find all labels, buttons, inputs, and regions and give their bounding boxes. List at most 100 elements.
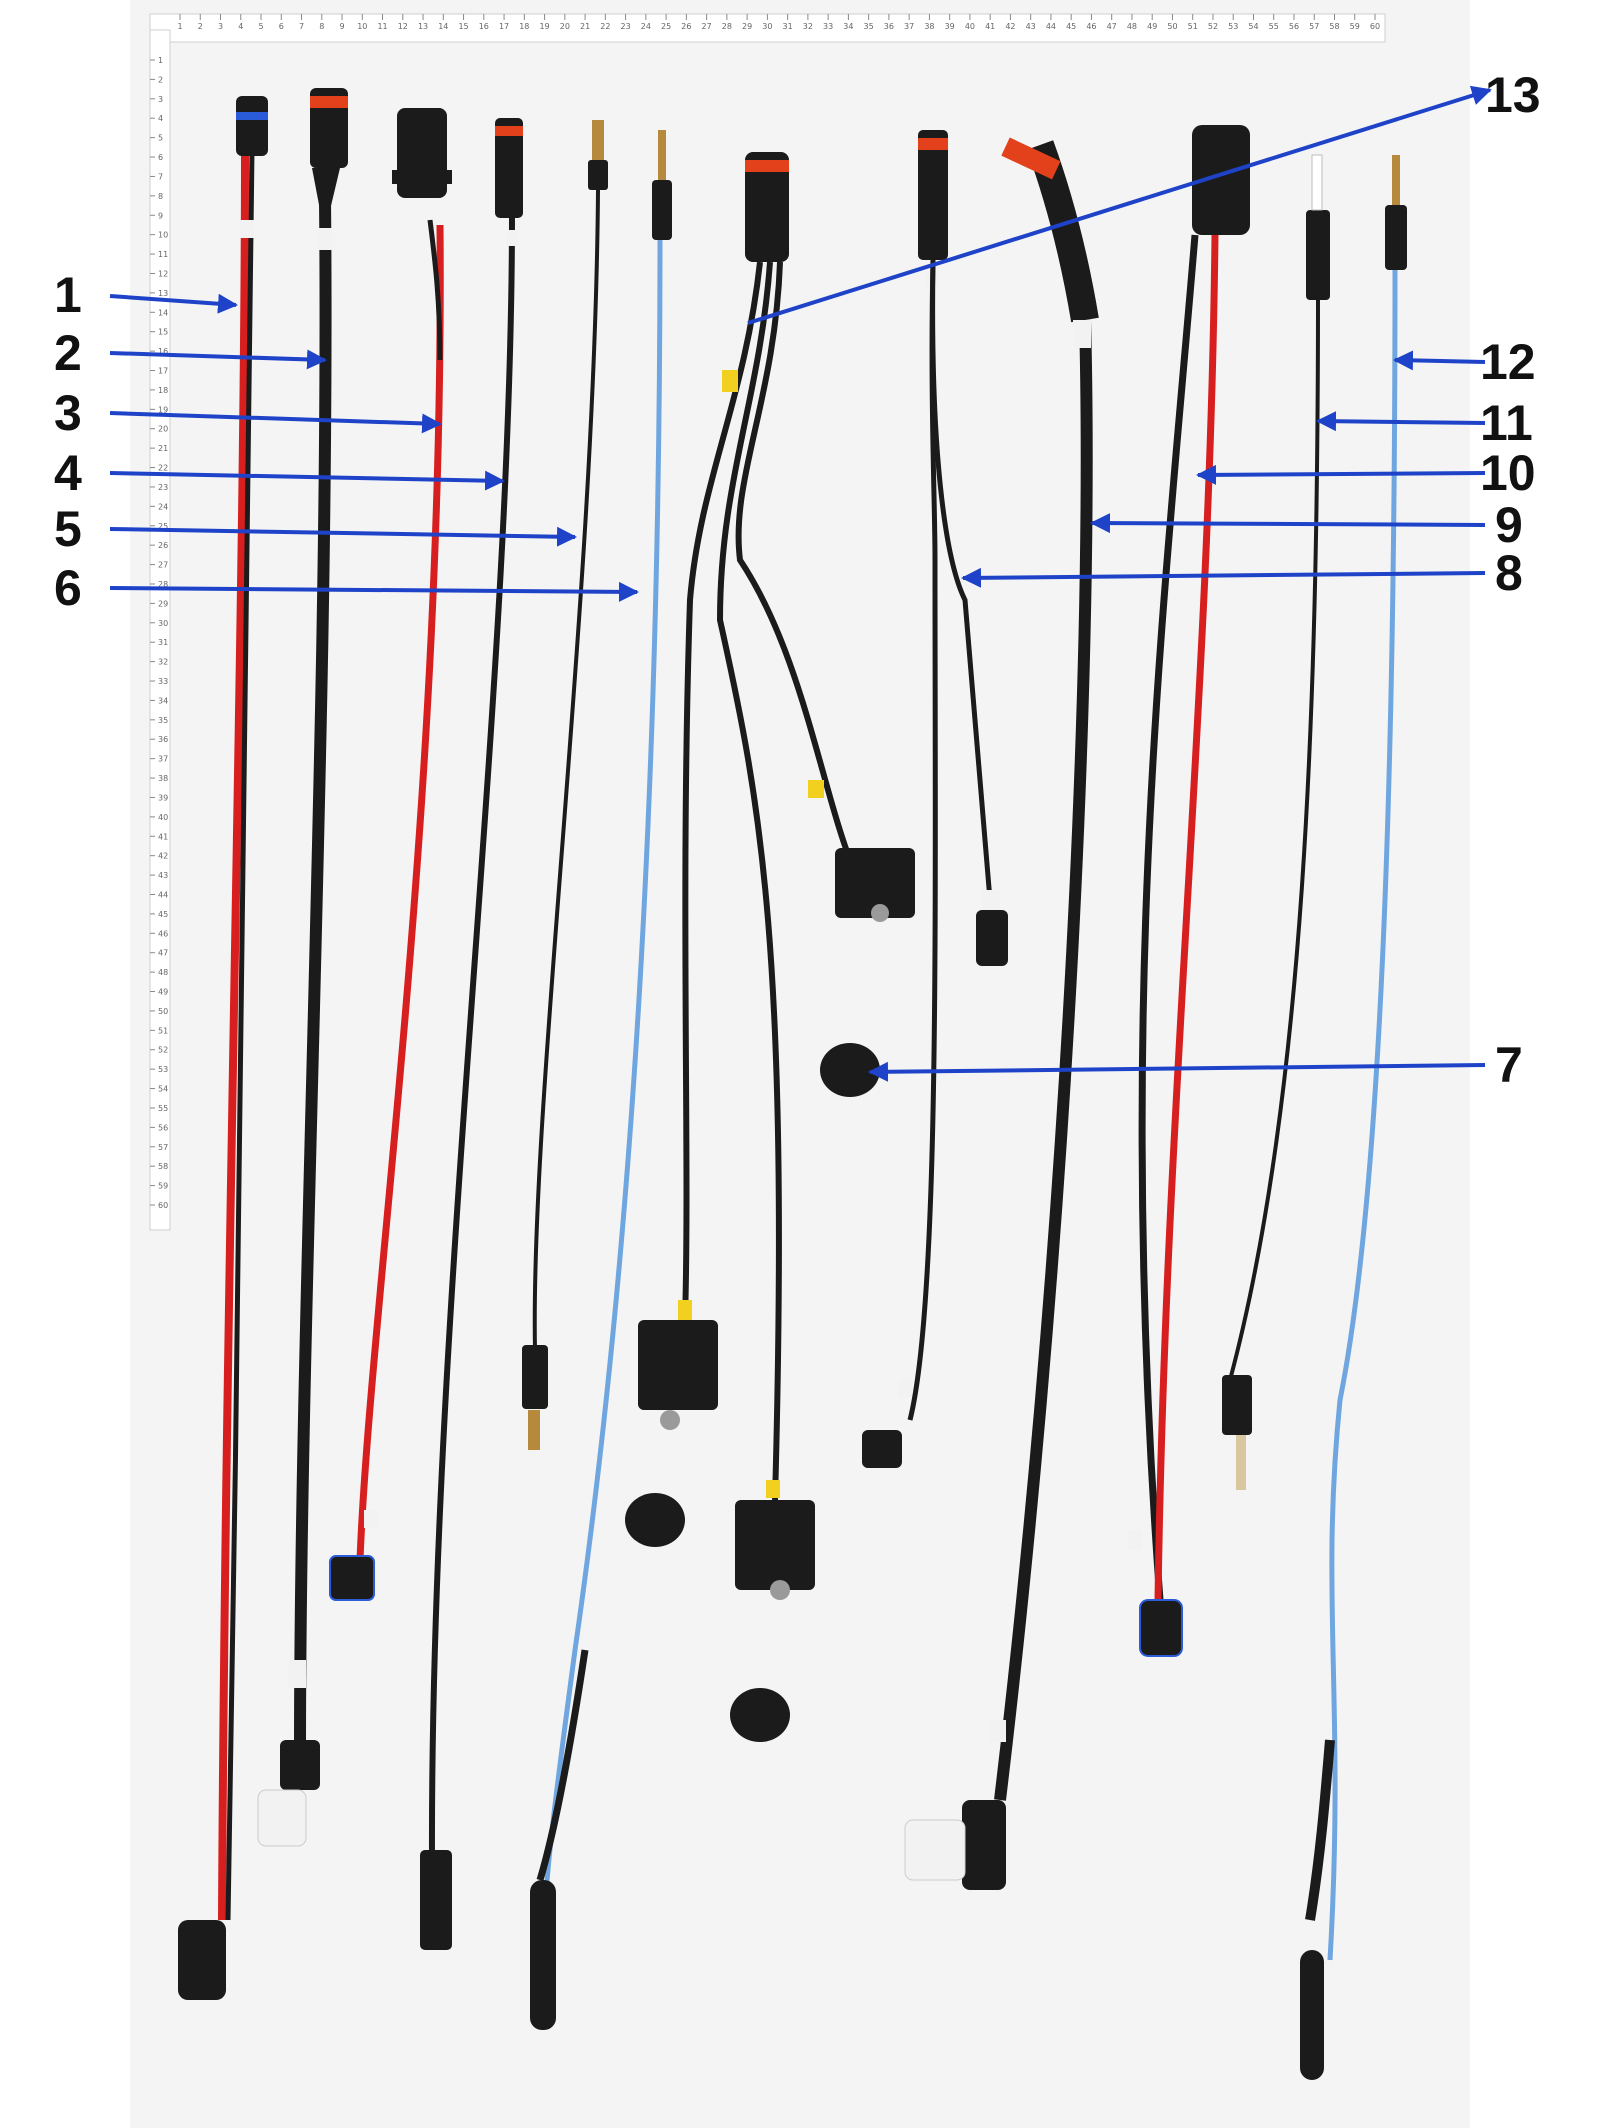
side-ruler-number: 53	[158, 1065, 168, 1074]
side-ruler-number: 6	[158, 153, 163, 162]
side-ruler-number: 24	[158, 502, 168, 511]
cable-3	[329, 108, 452, 1601]
side-ruler-number: 46	[158, 929, 168, 938]
top-ruler-number: 15	[458, 22, 468, 31]
top-ruler-number: 51	[1188, 22, 1198, 31]
top-ruler-number: 49	[1147, 22, 1157, 31]
top-ruler-number: 21	[580, 22, 590, 31]
top-ruler-number: 34	[843, 22, 853, 31]
top-ruler-number: 8	[319, 22, 324, 31]
cable-6	[530, 130, 672, 2030]
callout-label-6: 6	[54, 560, 82, 616]
top-ruler-number: 19	[539, 22, 549, 31]
side-ruler-number: 42	[158, 852, 168, 861]
side-ruler-number: 40	[158, 813, 168, 822]
side-ruler-number: 59	[158, 1182, 168, 1191]
side-ruler-number: 47	[158, 949, 168, 958]
top-ruler-number: 31	[783, 22, 793, 31]
side-ruler	[149, 29, 171, 1231]
top-ruler-number: 29	[742, 22, 752, 31]
side-ruler-number: 17	[158, 367, 168, 376]
backdrop	[130, 0, 1470, 2128]
side-ruler-number: 39	[158, 793, 168, 802]
side-ruler-number: 38	[158, 774, 168, 783]
cable-13	[638, 152, 915, 1600]
top-ruler-number: 56	[1289, 22, 1299, 31]
top-ruler-number: 10	[357, 22, 367, 31]
side-ruler-number: 8	[158, 192, 163, 201]
cable-8	[862, 130, 1008, 1468]
callout-label-5: 5	[54, 501, 82, 557]
side-ruler-number: 29	[158, 599, 168, 608]
side-ruler-number: 3	[158, 95, 163, 104]
side-ruler-number: 30	[158, 619, 168, 628]
side-ruler-number: 23	[158, 483, 168, 492]
top-ruler-number: 33	[823, 22, 833, 31]
arrow-13	[747, 85, 1492, 325]
side-ruler-number: 45	[158, 910, 168, 919]
callout-label-11: 11	[1480, 395, 1533, 451]
side-ruler-number: 54	[158, 1085, 168, 1094]
top-ruler-number: 53	[1228, 22, 1238, 31]
side-ruler-number: 32	[158, 658, 168, 667]
top-ruler-number: 58	[1329, 22, 1339, 31]
cable-10	[1128, 125, 1250, 1657]
side-ruler-number: 4	[158, 114, 163, 123]
top-ruler-number: 55	[1269, 22, 1279, 31]
side-ruler-number: 55	[158, 1104, 168, 1113]
side-ruler-number: 48	[158, 968, 168, 977]
top-ruler-number: 9	[339, 22, 344, 31]
top-ruler-number: 3	[218, 22, 223, 31]
side-ruler-number: 33	[158, 677, 168, 686]
top-ruler-number: 2	[198, 22, 203, 31]
side-ruler-number: 2	[158, 75, 163, 84]
side-ruler-number: 60	[158, 1201, 168, 1210]
side-ruler-number: 16	[158, 347, 168, 356]
arrow-12	[1393, 350, 1486, 371]
cable-9	[904, 137, 1099, 1890]
arrow-5	[109, 526, 577, 547]
side-ruler-number: 58	[158, 1162, 168, 1171]
callout-label-13: 13	[1485, 67, 1541, 123]
side-ruler-number: 34	[158, 696, 168, 705]
top-ruler-number: 59	[1350, 22, 1360, 31]
top-ruler-number: 26	[681, 22, 691, 31]
top-ruler-number: 41	[985, 22, 995, 31]
side-ruler-number: 43	[158, 871, 168, 880]
top-ruler-number: 45	[1066, 22, 1076, 31]
cable-11	[1222, 154, 1330, 1490]
top-ruler-number: 52	[1208, 22, 1218, 31]
side-ruler-number: 13	[158, 289, 168, 298]
top-ruler-number: 12	[398, 22, 408, 31]
side-ruler-number: 31	[158, 638, 168, 647]
top-ruler-number: 43	[1026, 22, 1036, 31]
top-ruler-number: 13	[418, 22, 428, 31]
top-ruler-number: 35	[864, 22, 874, 31]
side-ruler-number: 20	[158, 425, 168, 434]
side-ruler-number: 28	[158, 580, 168, 589]
arrow-3	[109, 411, 442, 434]
arrow-1	[109, 293, 238, 314]
top-ruler-number: 22	[600, 22, 610, 31]
side-ruler-number: 35	[158, 716, 168, 725]
top-ruler-number: 14	[438, 22, 448, 31]
arrow-11	[1316, 411, 1486, 432]
side-ruler-number: 14	[158, 308, 168, 317]
callout-label-12: 12	[1480, 334, 1536, 390]
side-ruler-number: 36	[158, 735, 168, 744]
top-ruler-number: 28	[722, 22, 732, 31]
side-ruler-number: 37	[158, 755, 168, 764]
top-ruler-number: 11	[377, 22, 387, 31]
side-ruler-ticks: 1234567891011121314151617181920212223242…	[150, 56, 168, 1210]
side-ruler-number: 27	[158, 561, 168, 570]
side-ruler-number: 18	[158, 386, 168, 395]
top-ruler-number: 20	[560, 22, 570, 31]
side-ruler-number: 25	[158, 522, 168, 531]
cable-5	[522, 120, 608, 1450]
top-ruler-number: 44	[1046, 22, 1056, 31]
top-ruler-number: 30	[762, 22, 772, 31]
callout-label-8: 8	[1495, 545, 1523, 601]
top-ruler-number: 60	[1370, 22, 1380, 31]
top-ruler-number: 23	[620, 22, 630, 31]
